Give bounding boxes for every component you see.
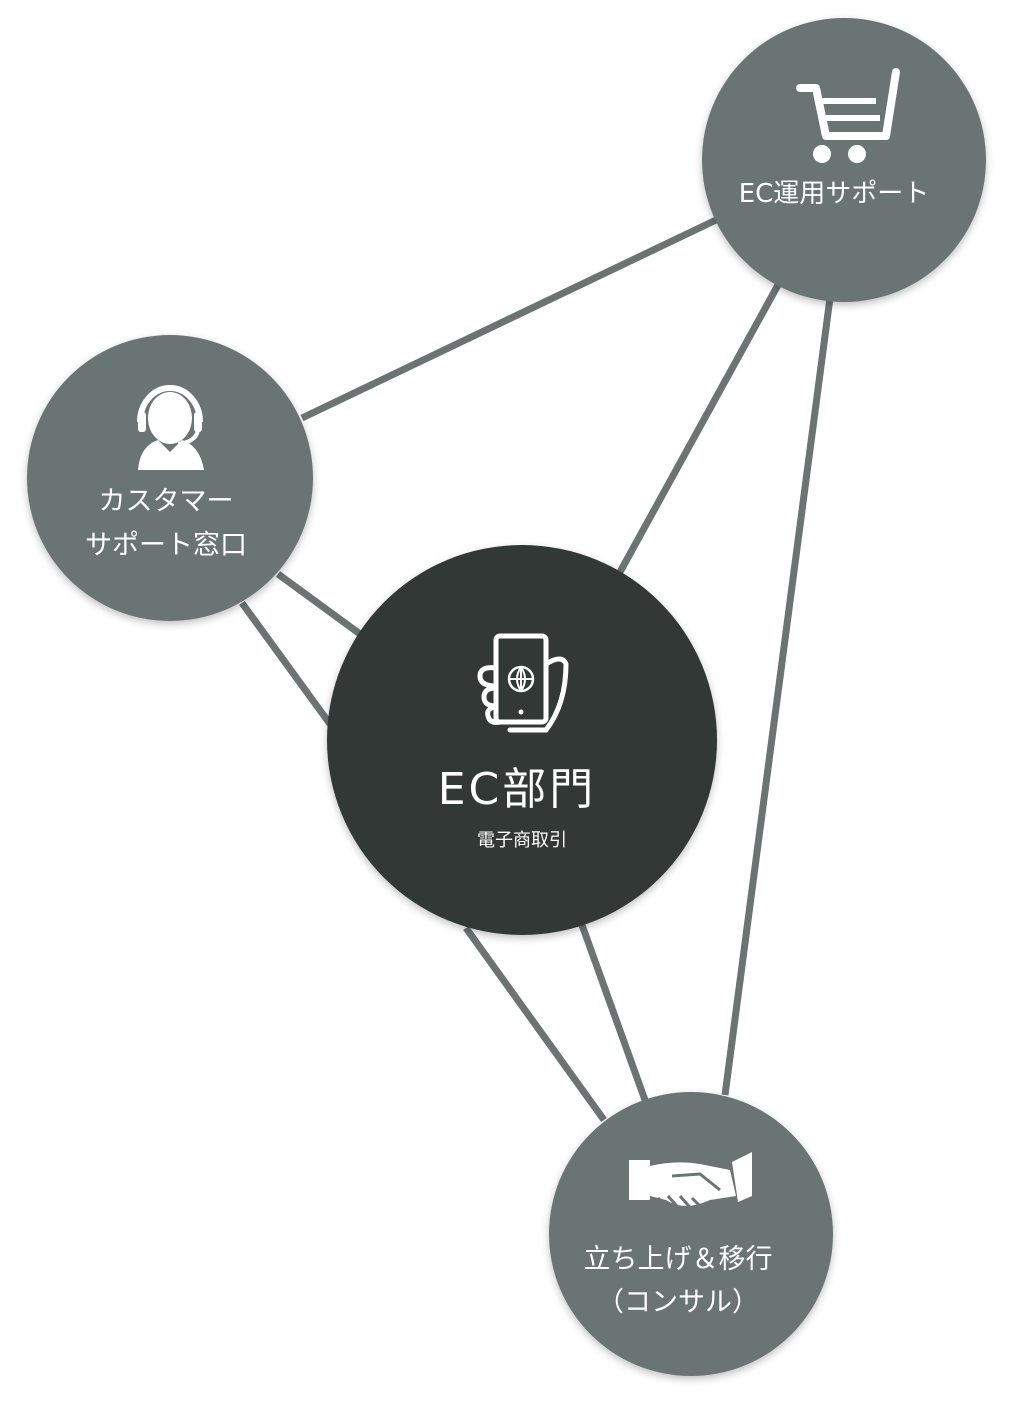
ec-department-subtitle: 電子商取引 [477,830,567,851]
hand-holding-smartphone-globe-icon [477,633,569,733]
shopping-cart-icon [796,68,900,163]
ec-department-title: EC部門 [438,764,597,815]
line-center-to-launch-right [578,923,649,1102]
line-ec-operation-to-center [616,283,782,574]
launch-migration-label-line1: 立ち上げ＆移行 [584,1244,773,1275]
handshake-icon [629,1152,752,1213]
node-customer-support: カスタマー サポート窓口 [27,335,313,621]
ec-operation-label: EC運用サポート [739,179,930,209]
node-launch-migration: 立ち上げ＆移行 （コンサル） [549,1092,833,1376]
line-customer-to-center-upper [275,571,363,637]
line-customer-to-ec-operation [300,216,718,422]
line-ec-operation-to-launch [721,297,834,1096]
ec-operation-circle [702,18,986,302]
node-ec-operation-support: EC運用サポート [702,18,986,302]
headset-operator-icon [137,385,204,470]
customer-support-label-line2: サポート窓口 [85,530,247,561]
line-customer-to-center-lower [239,600,333,727]
ec-department-circle [327,545,717,935]
customer-support-label-line1: カスタマー [99,486,234,517]
customer-support-circle [27,335,313,621]
launch-migration-circle [549,1092,833,1376]
connector-lines [239,216,834,1123]
line-center-to-launch-left [463,925,607,1123]
launch-migration-label-line2: （コンサル） [597,1287,759,1318]
node-ec-department: EC部門 電子商取引 [327,545,717,935]
